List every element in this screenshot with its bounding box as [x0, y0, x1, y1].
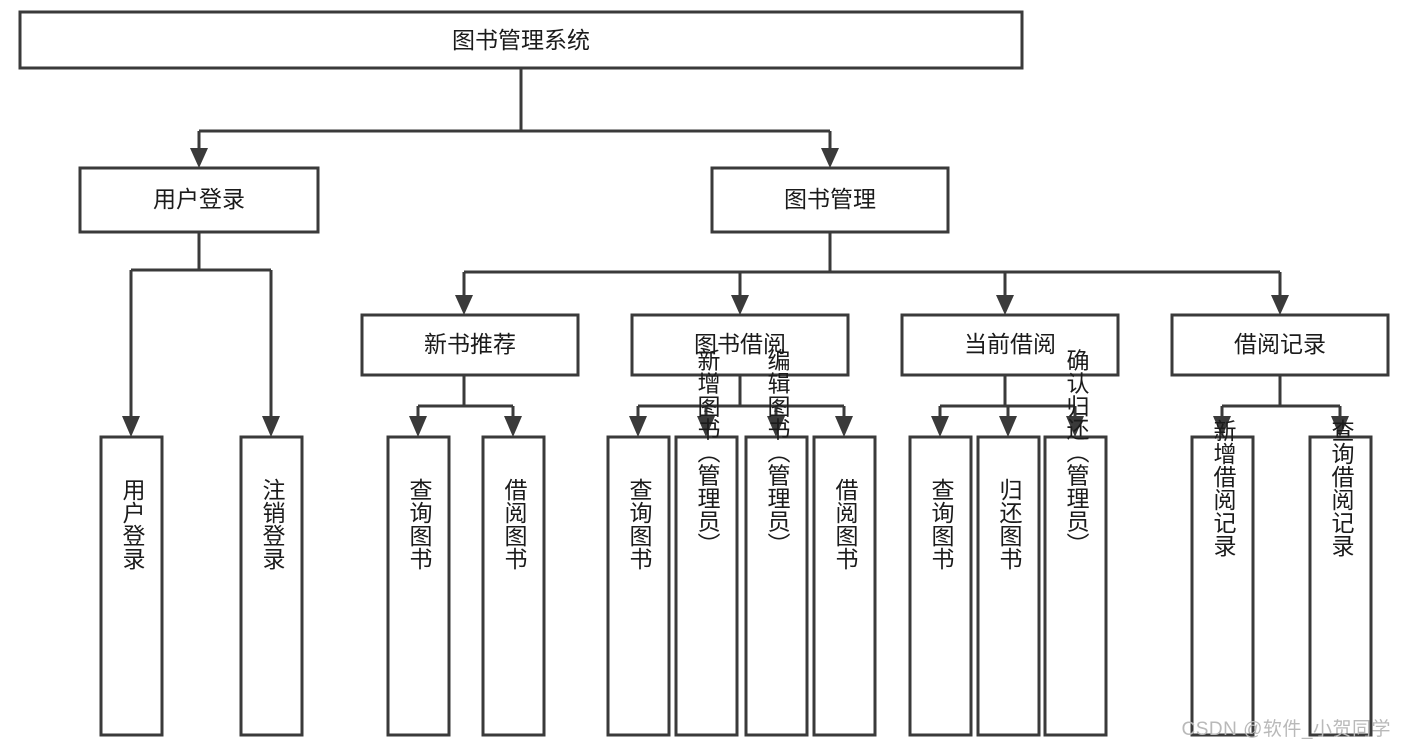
arrowhead-leaf-query-book-1 [409, 416, 427, 437]
node-leaf-borrow-book-1[interactable]: 借阅图书 [481, 435, 546, 737]
node-leaf-add-record-box[interactable] [1190, 435, 1255, 737]
node-current-borrow[interactable]: 当前借阅 [900, 313, 1120, 377]
arrowhead-book-borrow [731, 295, 749, 315]
node-leaf-logout[interactable]: 注销登录 [239, 435, 304, 737]
node-leaf-borrow-book-2-box[interactable] [812, 435, 877, 737]
node-leaf-edit-book[interactable]: 编辑图书（管理员） [744, 349, 809, 737]
arrowhead-leaf-add-book [697, 416, 715, 437]
node-book-mgmt[interactable]: 图书管理 [710, 166, 950, 234]
node-book-borrow-box[interactable] [630, 313, 850, 377]
node-leaf-logout-label: 注销登录 [259, 478, 286, 570]
arrowhead-leaf-query-book-2 [629, 416, 647, 437]
node-book-borrow-label: 图书借阅 [694, 331, 786, 357]
node-root-box[interactable] [18, 10, 1024, 70]
arrowhead-leaf-return-book [999, 416, 1017, 437]
connector-group [122, 68, 1349, 437]
arrowhead-current-borrow [996, 295, 1014, 315]
node-book-mgmt-box[interactable] [710, 166, 950, 234]
node-new-book-rec-box[interactable] [360, 313, 580, 377]
node-leaf-add-book-label: 新增图书（管理员） [694, 349, 721, 556]
node-leaf-query-book-2-box[interactable] [606, 435, 671, 737]
node-leaf-add-record-label: 新增借阅记录 [1210, 419, 1237, 557]
arrowhead-leaf-query-record [1331, 416, 1349, 437]
node-new-book-rec[interactable]: 新书推荐 [360, 313, 580, 377]
arrowhead-leaf-query-book-3 [931, 416, 949, 437]
node-leaf-confirm-return-box[interactable] [1043, 435, 1108, 737]
node-borrow-record[interactable]: 借阅记录 [1170, 313, 1390, 377]
arrowhead-leaf-confirm-return [1066, 416, 1084, 437]
node-borrow-record-box[interactable] [1170, 313, 1390, 377]
arrowhead-leaf-borrow-book-2 [835, 416, 853, 437]
csdn-watermark: CSDN @软件_小贺同学 [1181, 719, 1391, 740]
node-leaf-query-book-1-box[interactable] [386, 435, 451, 737]
node-leaf-query-book-1[interactable]: 查询图书 [386, 435, 451, 737]
node-leaf-borrow-book-2[interactable]: 借阅图书 [812, 435, 877, 737]
arrowhead-leaf-edit-book [767, 416, 785, 437]
node-leaf-return-book-box[interactable] [976, 435, 1041, 737]
node-borrow-record-label: 借阅记录 [1234, 331, 1326, 357]
node-current-borrow-box[interactable] [900, 313, 1120, 377]
arrowhead-borrow-record [1271, 295, 1289, 315]
node-leaf-query-record[interactable]: 查询借阅记录 [1308, 419, 1373, 737]
node-leaf-borrow-book-1-label: 借阅图书 [501, 478, 528, 570]
node-leaf-user-login-label: 用户登录 [119, 478, 146, 570]
arrowhead-leaf-add-record [1213, 416, 1231, 437]
arrowhead-leaf-borrow-book-1 [504, 416, 522, 437]
node-leaf-add-record[interactable]: 新增借阅记录 [1190, 419, 1255, 737]
node-leaf-borrow-book-2-label: 借阅图书 [832, 478, 859, 570]
node-user-login-label: 用户登录 [153, 186, 245, 212]
node-leaf-borrow-book-1-box[interactable] [481, 435, 546, 737]
node-leaf-edit-book-label: 编辑图书（管理员） [764, 349, 791, 556]
node-current-borrow-label: 当前借阅 [964, 331, 1056, 357]
arrowhead-leaf-logout [262, 416, 280, 437]
arrowhead-user-login [190, 148, 208, 168]
node-book-mgmt-label: 图书管理 [784, 186, 876, 212]
arrowhead-leaf-user-login [122, 416, 140, 437]
node-leaf-add-book-box[interactable] [674, 435, 739, 737]
node-leaf-return-book[interactable]: 归还图书 [976, 435, 1041, 737]
node-leaf-edit-book-box[interactable] [744, 435, 809, 737]
node-leaf-query-book-3[interactable]: 查询图书 [908, 435, 973, 737]
node-leaf-query-record-box[interactable] [1308, 435, 1373, 737]
node-leaf-user-login-box[interactable] [99, 435, 164, 737]
node-new-book-rec-label: 新书推荐 [424, 331, 516, 357]
node-user-login[interactable]: 用户登录 [78, 166, 320, 234]
node-leaf-query-book-3-box[interactable] [908, 435, 973, 737]
node-leaf-query-book-2-label: 查询图书 [626, 478, 653, 570]
node-user-login-box[interactable] [78, 166, 320, 234]
node-leaf-query-book-3-label: 查询图书 [928, 478, 955, 570]
node-leaf-query-book-1-label: 查询图书 [406, 478, 433, 570]
node-book-borrow[interactable]: 图书借阅 [630, 313, 850, 377]
node-leaf-logout-box[interactable] [239, 435, 304, 737]
node-leaf-add-book[interactable]: 新增图书（管理员） [674, 349, 739, 737]
node-leaf-return-book-label: 归还图书 [996, 478, 1023, 570]
node-leaf-user-login[interactable]: 用户登录 [99, 435, 164, 737]
node-root-label: 图书管理系统 [452, 27, 590, 53]
arrowhead-new-book-rec [455, 295, 473, 315]
node-leaf-confirm-return-label: 确认归还（管理员） [1063, 349, 1090, 556]
node-leaf-query-book-2[interactable]: 查询图书 [606, 435, 671, 737]
node-root[interactable]: 图书管理系统 [18, 10, 1024, 70]
arrowhead-book-mgmt [821, 148, 839, 168]
node-leaf-confirm-return[interactable]: 确认归还（管理员） [1043, 349, 1108, 737]
node-leaf-query-record-label: 查询借阅记录 [1328, 419, 1355, 557]
